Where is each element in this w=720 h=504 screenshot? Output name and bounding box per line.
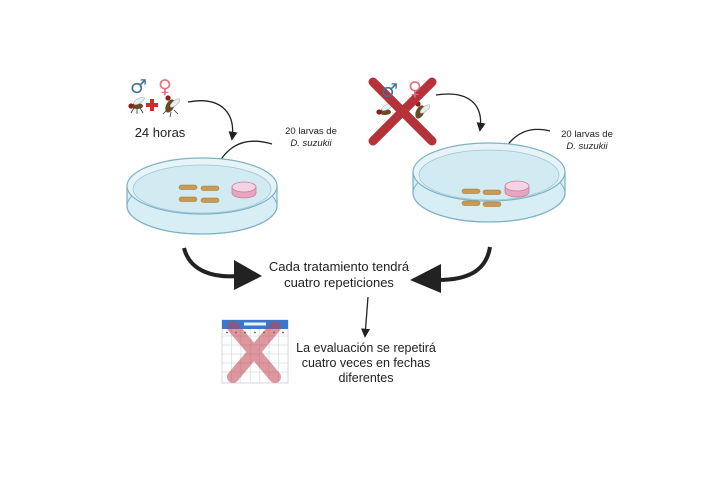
female-symbol-left: ♀ [158,76,172,98]
left-to-center-arrow [182,247,262,290]
diet-cup-right [504,180,530,198]
right-flies-to-dish-arrow [435,93,486,132]
petri-dish-left [126,157,278,235]
petri-dish-right [412,142,566,223]
treatment-text: Cada tratamiento tendrá cuatro repeticio… [254,259,424,291]
female-fly-icon [162,95,181,118]
plus-icon [146,99,158,111]
female-symbol-right: ♀ [408,78,422,100]
male-symbol-right: ♂ [381,80,399,102]
cross-out-flies-icon [368,77,437,146]
male-symbol-left: ♂ [130,76,148,98]
evaluation-text: La evaluación se repetirá cuatro veces e… [282,341,450,386]
larvae-left [178,184,220,203]
treatment-line-2: cuatro repeticiones [284,275,394,290]
larvae-text-right: 20 larvas de [561,129,613,140]
treatment-line-1: Cada tratamiento tendrá [268,259,410,274]
time-label: 24 horas [134,125,186,140]
diet-cup-left [231,181,257,199]
larvae-right [461,188,502,207]
larvae-label-right: 20 larvas de D. suzukii [546,129,628,153]
species-text-left: D. suzukii [290,138,332,149]
center-down-arrow [361,296,371,338]
larvae-text-left: 20 larvas de [285,126,337,137]
right-to-center-arrow [410,246,492,293]
cross-out-calendar-icon [227,321,281,383]
species-text-right: D. suzukii [566,141,608,152]
male-fly-icon [128,97,145,114]
evaluation-line-2: cuatro veces en fechas [301,356,431,370]
larvae-label-left: 20 larvas de D. suzukii [270,126,352,150]
evaluation-line-1: La evaluación se repetirá [296,341,436,355]
flies-to-dish-arrow [187,100,238,141]
male-fly-icon-right [376,103,393,115]
evaluation-line-3: diferentes [338,371,394,385]
